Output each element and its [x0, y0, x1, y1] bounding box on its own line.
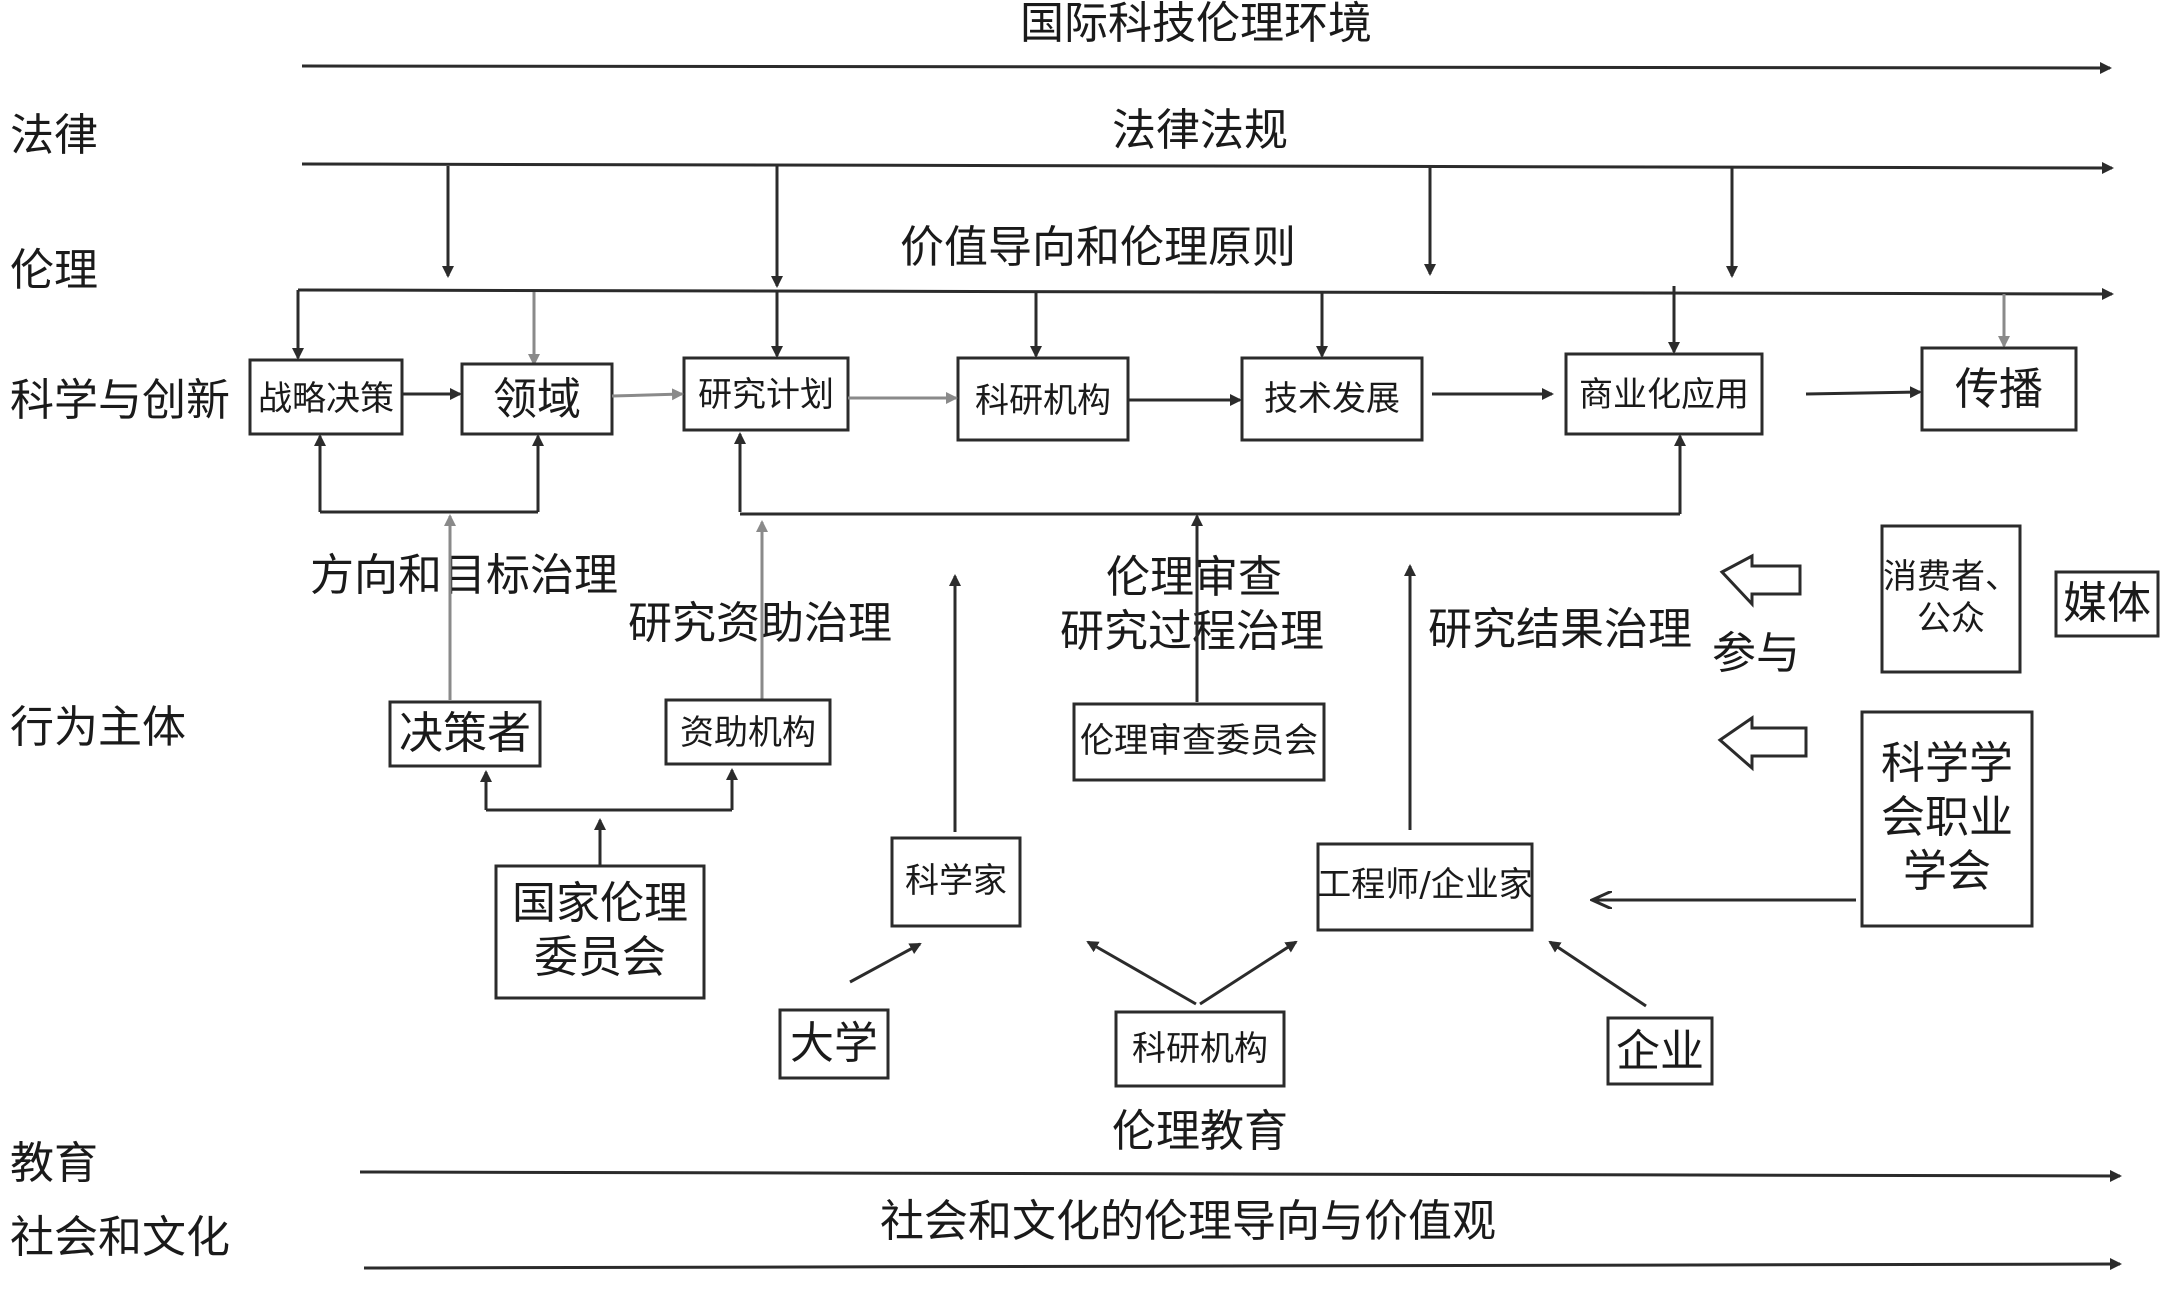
gov-review-line2: 研究过程治理	[1060, 606, 1324, 657]
participate-arrow-upper	[1719, 553, 1802, 608]
band-label-intl: 国际科技伦理环境	[1020, 0, 1372, 49]
box-society-label-2: 会职业	[1881, 792, 2013, 843]
box-national-committee: 国家伦理 委员会	[494, 864, 706, 1000]
arrow-commerce-spread	[1805, 386, 1922, 399]
box-funder-label: 资助机构	[680, 713, 816, 753]
box-strategy-label: 战略决策	[258, 379, 394, 419]
box-society-label-1: 科学学	[1881, 738, 2013, 789]
gov-direction: 方向和目标治理	[310, 550, 618, 601]
box-field-label: 领域	[493, 374, 581, 425]
box-research-institute-label: 科研机构	[1132, 1029, 1268, 1069]
box-scientist-label: 科学家	[905, 861, 1007, 901]
band-line-edu	[359, 1169, 2122, 1182]
box-research-institute: 科研机构	[1114, 1010, 1286, 1088]
arrow-institute-scientist	[1086, 940, 1197, 1006]
gov-participate: 参与	[1712, 628, 1800, 679]
box-science-society: 科学学 会职业 学会	[1860, 710, 2034, 928]
box-funder: 资助机构	[664, 698, 832, 766]
band-label-law: 法律法规	[1112, 105, 1288, 156]
row-label-science: 科学与创新	[10, 375, 230, 426]
row-label-law: 法律	[10, 110, 98, 161]
band-line-values	[297, 287, 2114, 300]
box-media-label: 媒体	[2063, 578, 2151, 629]
gov-review-line1: 伦理审查	[1106, 552, 1282, 603]
box-scientist: 科学家	[890, 836, 1022, 928]
box-university: 大学	[778, 1008, 890, 1080]
box-review-board-label: 伦理审查委员会	[1080, 721, 1318, 761]
box-university-label: 大学	[790, 1018, 878, 1069]
participate-arrow-lower	[1717, 715, 1808, 772]
box-plan-label: 研究计划	[698, 375, 834, 415]
box-enterprise-label: 企业	[1616, 1026, 1704, 1077]
band-line-culture	[363, 1258, 2122, 1271]
box-engineer-label: 工程师/企业家	[1317, 865, 1532, 905]
box-review-board: 伦理审查委员会	[1072, 702, 1326, 782]
box-consumer-public: 消费者、 公众	[1880, 524, 2022, 674]
box-spread-label: 传播	[1955, 364, 2043, 415]
arrow-university-scientist	[849, 942, 922, 984]
band-label-culture: 社会和文化的伦理导向与价值观	[880, 1196, 1496, 1247]
box-tech: 技术发展	[1240, 356, 1424, 442]
box-decision-maker-label: 决策者	[399, 708, 531, 759]
box-decision-maker: 决策者	[388, 700, 542, 768]
box-media: 媒体	[2054, 570, 2160, 638]
arrow-institute-engineer	[1199, 940, 1298, 1006]
band-label-values: 价值导向和伦理原则	[900, 222, 1296, 273]
box-consumer-label-2: 公众	[1917, 599, 1985, 639]
box-enterprise: 企业	[1606, 1016, 1714, 1086]
band-line-law	[301, 161, 2114, 174]
band-line-intl	[301, 61, 2112, 74]
box-strategy: 战略决策	[248, 358, 404, 436]
box-institute: 科研机构	[956, 356, 1130, 442]
box-commerce: 商业化应用	[1564, 352, 1764, 436]
box-field: 领域	[460, 362, 614, 436]
arrow-field-plan	[611, 388, 684, 401]
box-institute-label: 科研机构	[975, 381, 1111, 421]
box-plan: 研究计划	[682, 356, 850, 432]
row-label-actors: 行为主体	[10, 702, 186, 753]
box-tech-label: 技术发展	[1264, 379, 1400, 419]
band-label-edu: 伦理教育	[1112, 1106, 1288, 1157]
box-national-label-2: 委员会	[534, 932, 666, 983]
box-commerce-label: 商业化应用	[1579, 375, 1749, 415]
box-spread: 传播	[1920, 346, 2078, 432]
row-label-society: 社会和文化	[10, 1212, 230, 1263]
box-national-label-1: 国家伦理	[512, 878, 688, 929]
arrow-enterprise-engineer	[1548, 940, 1647, 1008]
gov-funding: 研究资助治理	[628, 598, 892, 649]
box-engineer: 工程师/企业家	[1316, 842, 1534, 932]
box-society-label-3: 学会	[1903, 846, 1991, 897]
row-label-ethics: 伦理	[10, 245, 98, 296]
row-label-education: 教育	[10, 1138, 98, 1189]
gov-result: 研究结果治理	[1428, 604, 1692, 655]
box-consumer-label-1: 消费者、	[1883, 557, 2019, 597]
